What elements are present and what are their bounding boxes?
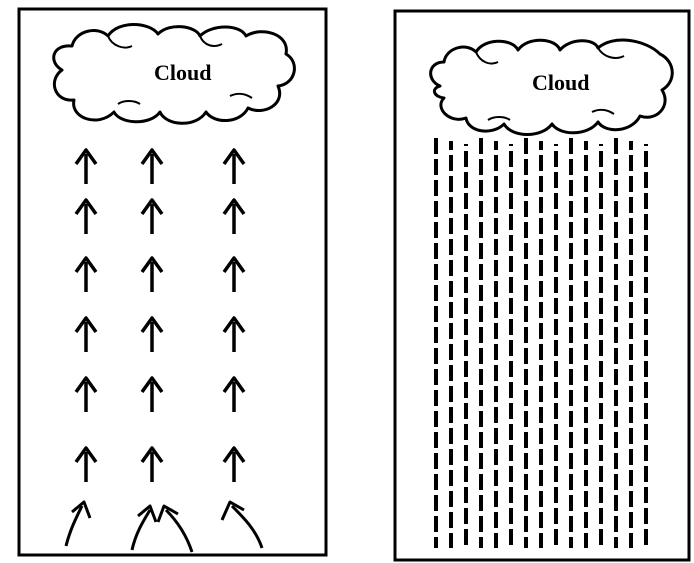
up-arrow-head: [140, 316, 164, 334]
panel-rainfall: Cloud: [393, 9, 691, 562]
up-arrow-head: [222, 376, 246, 394]
cloud-right-inner-stroke-3: [487, 116, 511, 121]
up-arrow-icon: [74, 376, 98, 412]
up-arrow-head: [140, 198, 164, 216]
cloud-right-inner-stroke-4: [591, 108, 615, 115]
panel-updraft-frame: [17, 7, 328, 557]
inflow-arrow-center-right-head: [156, 504, 179, 523]
up-arrow-head: [74, 376, 98, 394]
inflow-arrow-right-head: [220, 500, 245, 521]
up-arrow-head: [140, 148, 164, 166]
up-arrow-head: [74, 446, 98, 464]
up-arrow-icon: [74, 316, 98, 352]
inflow-arrow-center-left-head: [137, 504, 158, 523]
up-arrow-head: [222, 316, 246, 334]
up-arrow-icon: [140, 446, 164, 482]
up-arrow-head: [222, 256, 246, 274]
up-arrow-icon: [140, 256, 164, 292]
up-arrow-head: [222, 148, 246, 166]
inflow-arrows: [64, 500, 264, 553]
cloud-left: Cloud: [52, 23, 296, 125]
up-arrow-icon: [222, 256, 246, 292]
cloud-left-inner-stroke-4: [229, 92, 253, 99]
up-arrow-head: [74, 148, 98, 166]
inflow-arrow-center-left: [130, 509, 152, 551]
panel-rainfall-frame: [393, 9, 691, 562]
up-arrow-head: [140, 256, 164, 274]
cloud-right-label: Cloud: [532, 70, 589, 95]
up-arrow-icon: [140, 376, 164, 412]
up-arrow-head: [74, 316, 98, 334]
cloud-right: Cloud: [429, 38, 674, 136]
up-arrow-icon: [74, 256, 98, 292]
up-arrow-icon: [140, 316, 164, 352]
cloud-left-label: Cloud: [154, 60, 211, 85]
up-arrow-head: [74, 198, 98, 216]
cloud-right-inner-stroke-1: [475, 51, 499, 65]
inflow-arrow-left-head: [71, 500, 92, 519]
panel-updraft: Cloud: [17, 7, 328, 557]
up-arrow-icon: [222, 376, 246, 412]
inflow-arrow-left: [64, 505, 84, 547]
rain-streaks: [434, 138, 648, 548]
cloud-left-inner-stroke-2: [199, 35, 223, 47]
up-arrow-head: [140, 446, 164, 464]
inflow-arrow-right: [230, 504, 264, 549]
up-arrow-icon: [222, 198, 246, 234]
up-arrow-head: [222, 198, 246, 216]
up-arrow-icon: [140, 148, 164, 184]
up-arrow-head: [140, 376, 164, 394]
cloud-right-inner-stroke-2: [597, 47, 625, 59]
up-arrow-icon: [222, 316, 246, 352]
up-arrow-icon: [140, 198, 164, 234]
up-arrow-icon: [74, 148, 98, 184]
up-arrow-icon: [74, 198, 98, 234]
inflow-arrow-center-right: [164, 508, 194, 553]
updraft-arrows: [74, 148, 246, 482]
cloud-left-inner-stroke-3: [117, 100, 141, 105]
up-arrow-head: [74, 256, 98, 274]
up-arrow-icon: [222, 148, 246, 184]
cloud-left-icon: [52, 23, 296, 125]
up-arrow-icon: [222, 446, 246, 482]
up-arrow-head: [222, 446, 246, 464]
up-arrow-icon: [74, 446, 98, 482]
cloud-left-inner-stroke-1: [107, 35, 133, 49]
